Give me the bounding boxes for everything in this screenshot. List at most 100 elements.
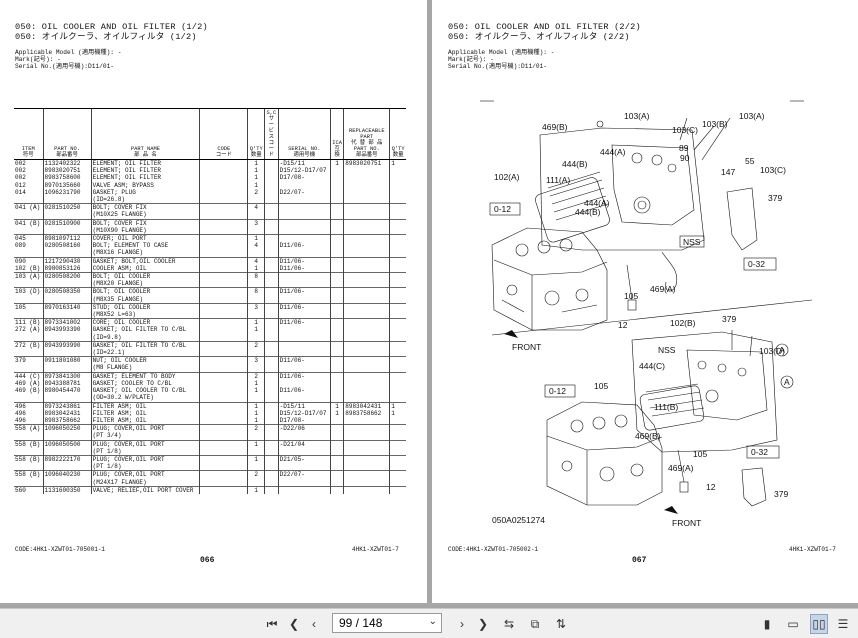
cell-pn (42, 280, 92, 288)
cell-qty (247, 349, 265, 357)
cell-sc (264, 167, 279, 175)
page-number-input[interactable]: 99 / 148 ⌄ (332, 613, 442, 633)
cell-code (199, 349, 248, 357)
cell-qty: 4 (247, 203, 265, 212)
cell-rq (389, 188, 406, 197)
cell-item: 041 (A) (14, 203, 43, 212)
chevron-right-icon[interactable]: › (460, 617, 464, 631)
cell-rp (343, 340, 390, 350)
cell-name: GASKET; ELEMENT TO BODY (90, 371, 200, 380)
cell-sc (264, 333, 279, 342)
cell-code (199, 409, 248, 417)
cell-rq (389, 318, 406, 327)
cell-rq (389, 295, 406, 304)
cell-rq (389, 454, 406, 464)
cell-rp (343, 387, 390, 395)
cell-pn: 8981097112 (42, 234, 92, 243)
callout-103a: 103(A) (624, 111, 650, 121)
title-jp: 050: オイルクーラ、オイルフィルタ (1/2) (15, 32, 197, 42)
cell-serial: D22/07- (277, 470, 331, 479)
cell-code (199, 485, 248, 494)
cell-ica (329, 447, 344, 456)
callout-box-0-32-lower: 0-32 (746, 445, 780, 459)
continuous-icon[interactable]: ☰ (837, 617, 849, 631)
cell-serial (277, 394, 331, 402)
cell-item: 496 (14, 401, 43, 410)
cell-ica (329, 485, 344, 494)
go-to-page-icon[interactable]: ⇆ (503, 617, 515, 631)
cell-rq (389, 340, 406, 350)
cell-qty (247, 311, 265, 319)
cell-sc (264, 364, 279, 373)
cell-qty: 2 (247, 340, 265, 350)
cell-serial: -D15/11 (277, 401, 331, 410)
fit-width-icon[interactable]: ▭ (787, 617, 799, 631)
cell-qty: 3 (247, 302, 265, 312)
cell-ica (329, 463, 344, 471)
cell-code (199, 249, 248, 258)
cell-sc (264, 326, 279, 334)
cell-ica (329, 318, 344, 327)
cell-pn (42, 447, 92, 456)
cell-name: GASKET; COOLER TO C/BL (90, 379, 200, 388)
cell-qty: 1 (247, 181, 265, 189)
two-page-icon[interactable]: ▯▯ (810, 614, 828, 634)
chevron-down-icon[interactable]: ⌄ (428, 616, 437, 627)
callout-105-3: 105 (693, 449, 707, 459)
single-page-icon[interactable]: ▮ (763, 617, 771, 631)
cell-pn (42, 432, 92, 441)
cell-ica (329, 379, 344, 388)
cell-qty (247, 447, 265, 456)
cell-name: GASKET; OIL COOLER TO C/BL (90, 387, 200, 395)
cell-code (199, 295, 248, 304)
footer-code-right: CODE:4HK1-XZWT01-705002-1 (448, 546, 539, 553)
cell-serial (277, 432, 331, 441)
front-arrow-lower: FRONT (664, 506, 701, 528)
cell-qty: 8 (247, 287, 265, 296)
cell-sc (264, 463, 279, 471)
cell-rp (343, 439, 390, 448)
cell-pn: 8973243861 (42, 401, 92, 410)
cell-item: 272 (B) (14, 340, 43, 350)
next-page-icon[interactable]: ❯ (477, 617, 489, 631)
cell-serial (277, 181, 331, 189)
cell-serial (277, 234, 331, 243)
callout-379-2: 379 (722, 314, 736, 324)
cell-rq (389, 249, 406, 258)
copy-icon[interactable]: ⧉ (530, 616, 540, 631)
cell-pn (42, 478, 92, 487)
cell-code (199, 394, 248, 402)
cell-rq (389, 242, 406, 250)
cell-rp (343, 326, 390, 334)
cell-ica (329, 470, 344, 479)
cell-name: FILTER ASM; OIL (90, 416, 200, 425)
table-row: (M8X52 L=63) (14, 311, 406, 319)
cell-code (199, 470, 248, 479)
cell-rq (389, 264, 406, 273)
cell-item: 002 (14, 159, 43, 168)
cell-qty: 1 (247, 326, 265, 334)
front-arrow-upper: FRONT (504, 330, 541, 352)
cell-ica (329, 280, 344, 288)
chevron-left-icon[interactable]: ‹ (312, 617, 316, 631)
cell-rq (389, 174, 406, 182)
footer-model-left: 4HK1-XZWT01-7 (352, 546, 399, 553)
cell-item: 558 (B) (14, 470, 43, 479)
cell-code (199, 167, 248, 175)
cell-sc (264, 356, 279, 365)
table-row: (PT 1/8) (14, 447, 406, 456)
prev-page-icon[interactable]: ❮ (288, 617, 300, 631)
cell-rq (389, 256, 406, 265)
serial-no: Serial No.(適用号機):D11/01- (448, 63, 548, 70)
first-page-icon[interactable]: ⏮ (266, 616, 278, 631)
cell-name: COVER; OIL PORT (90, 234, 200, 243)
cell-item: 089 (15, 242, 26, 250)
cell-qty: 1 (247, 401, 265, 410)
table-row: (PT 1/8) (14, 463, 406, 471)
fit-page-icon[interactable]: ⇅ (555, 617, 567, 631)
